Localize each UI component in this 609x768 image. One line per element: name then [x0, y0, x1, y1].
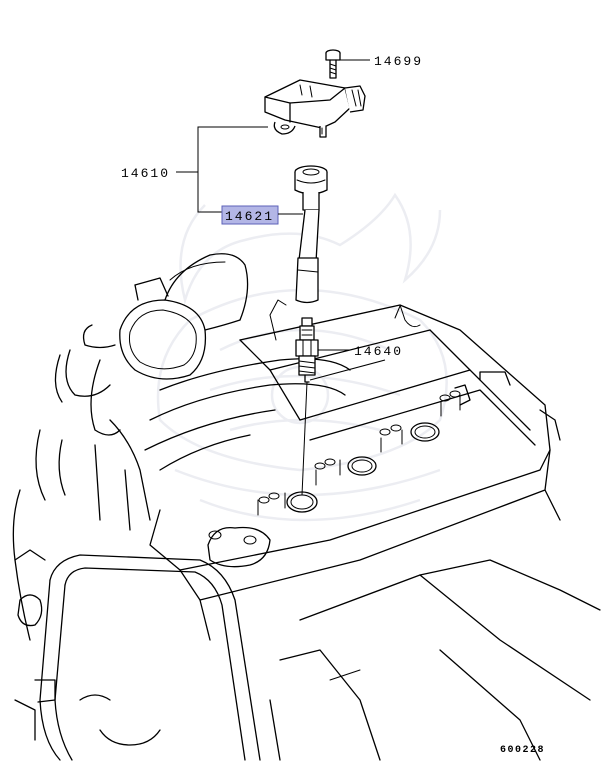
- callout-ignition-coil: 14610: [121, 126, 268, 213]
- bolt-part: [325, 49, 341, 79]
- ignition-coil-part: [264, 79, 366, 138]
- callout-coil-boot-highlight: [221, 205, 279, 225]
- callout-coil-boot-label[interactable]: 14621: [225, 209, 274, 224]
- callout-coil-boot[interactable]: 14621: [221, 205, 303, 225]
- install-axis-line: [301, 381, 308, 496]
- callout-spark-plug: 14640: [309, 344, 403, 381]
- engine-assembly: [12, 253, 601, 761]
- coil-boot-part: [294, 165, 328, 304]
- diagram-code: 600228: [500, 745, 545, 756]
- callout-ignition-coil-label: 14610: [121, 166, 170, 181]
- callout-bolt-label: 14699: [374, 54, 423, 69]
- spark-plug-part: [295, 317, 319, 383]
- callout-bolt: 14699: [340, 54, 423, 69]
- callout-spark-plug-label: 14640: [354, 344, 403, 359]
